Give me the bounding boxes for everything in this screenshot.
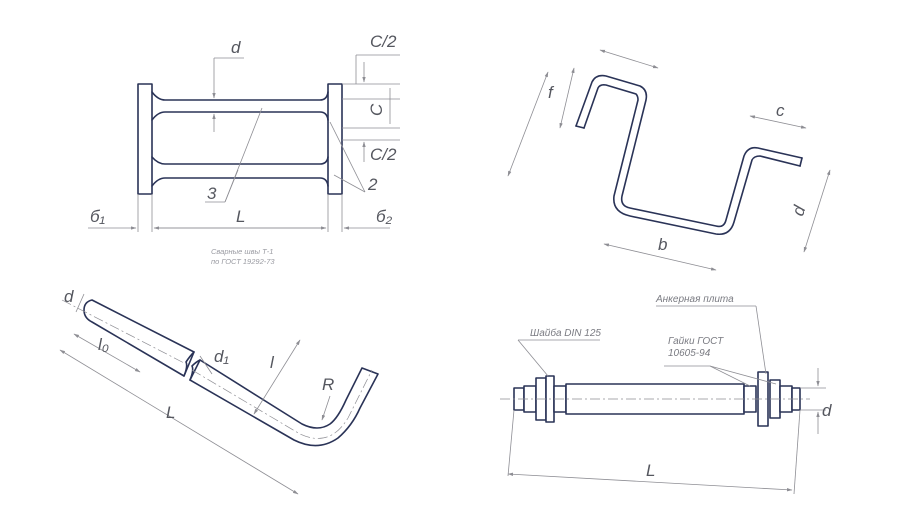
label-c-z: c bbox=[776, 101, 785, 120]
label-R: R bbox=[322, 375, 334, 394]
bolt-shank bbox=[565, 383, 745, 415]
bottom-bar bbox=[151, 156, 329, 187]
label-f: f bbox=[548, 83, 555, 102]
label-l0: l₀ bbox=[98, 335, 109, 354]
weld-note-line1: Сварные швы Т-1 bbox=[211, 247, 273, 256]
z-rod-inner bbox=[583, 84, 801, 236]
label-washer: Шайба DIN 125 bbox=[530, 327, 601, 339]
label-L-straight: L bbox=[646, 461, 655, 480]
label-c-half-top: C/2 bbox=[370, 32, 397, 51]
bolt-segment-lower bbox=[189, 359, 379, 447]
label-length-l: L bbox=[236, 207, 245, 226]
drawing-embedded-frame: d C/2 C C/2 3 2 б₁ L б₂ Сварные швы bbox=[88, 32, 400, 266]
bolt-segment-upper bbox=[83, 299, 195, 377]
label-c-half-bottom: C/2 bbox=[370, 145, 397, 164]
label-c: C bbox=[367, 103, 386, 116]
label-d-z: d bbox=[788, 203, 809, 218]
label-anchor-plate: Анкерная плита bbox=[655, 294, 734, 305]
label-d: d bbox=[231, 38, 241, 57]
label-part-2: 2 bbox=[367, 175, 378, 194]
label-l: l bbox=[270, 353, 275, 372]
label-d-straight: d bbox=[822, 401, 832, 420]
label-d-bolt: d bbox=[64, 287, 74, 306]
label-b1: б₁ bbox=[90, 207, 105, 226]
label-part-3: 3 bbox=[207, 184, 217, 203]
label-b2: б₂ bbox=[376, 207, 393, 226]
label-b-z: b bbox=[658, 235, 667, 254]
weld-note-line2: по ГОСТ 19292-73 bbox=[211, 257, 275, 266]
right-plate bbox=[327, 83, 343, 195]
drawing-straight-anchor-bolt: Анкерная плита Шайба DIN 125 Гайки ГОСТ … bbox=[500, 294, 832, 495]
top-bar bbox=[151, 91, 329, 121]
drawing-z-bent-rod: f c d b bbox=[507, 49, 831, 271]
label-nuts-line1: Гайки ГОСТ bbox=[668, 336, 724, 347]
label-L-bolt: L bbox=[166, 403, 175, 422]
z-rod-outer bbox=[575, 74, 803, 228]
label-nuts-line2: 10605-94 bbox=[668, 348, 711, 359]
drawing-l-anchor-bolt: d d₁ l₀ L l R bbox=[59, 287, 379, 495]
left-plate bbox=[137, 83, 153, 195]
label-d1: d₁ bbox=[214, 347, 229, 366]
